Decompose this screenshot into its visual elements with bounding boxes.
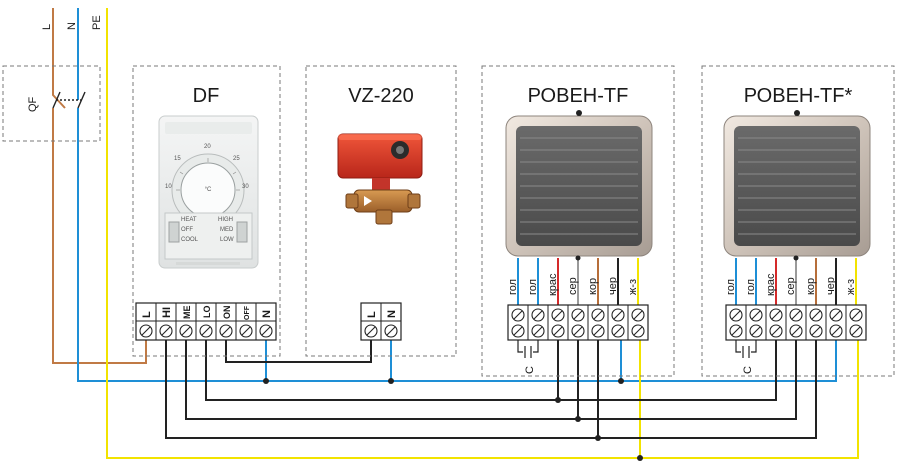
capacitor-icon [517, 340, 539, 358]
dial-number-30: 30 [242, 184, 249, 190]
wire-lo [205, 340, 777, 401]
df-terminal-l: L [141, 311, 153, 318]
dial-number-15: 15 [174, 156, 181, 162]
heater2-wire-5: кор [805, 278, 817, 295]
fan-heater-photo [723, 110, 871, 257]
heater1-wire-1: гол [507, 279, 519, 295]
df-terminal-n: N [261, 310, 273, 318]
heater2-title: РОВЕН-TF* [744, 85, 853, 107]
switch-med: MED [220, 227, 234, 233]
heater2-wire-1: гол [725, 279, 737, 295]
heater-1: РОВЕН-TF [481, 65, 675, 377]
df-terminal-lo: LO [202, 306, 212, 319]
wire-hi [165, 340, 817, 439]
heater2-capacitor-label: C [742, 366, 754, 374]
fan-heater-photo [505, 110, 653, 257]
heater1-capacitor-label: C [524, 366, 536, 374]
heater1-terminal-block [507, 304, 649, 341]
df-terminal-me: ME [182, 306, 192, 320]
switch-off: OFF [181, 227, 193, 233]
heater1-wire-6: чер [607, 277, 619, 295]
heater2-wire-6: чер [825, 277, 837, 295]
df-terminal-off: OFF [244, 305, 251, 320]
breaker-qf: QF [2, 65, 101, 142]
vz-terminal-l: L [366, 311, 378, 318]
breaker-switch-icon [52, 91, 86, 109]
junction-dots [263, 378, 643, 461]
df-terminal-hi: HI [161, 307, 173, 318]
thermostat-terminal-block: L HI ME LO ON OFF N [135, 302, 277, 341]
valve-vz220: VZ-220 L N [305, 65, 457, 357]
valve-terminal-block: L N [360, 302, 402, 341]
heater1-wire-5: кор [587, 278, 599, 295]
switch-high: HIGH [218, 217, 233, 223]
breaker-label: QF [27, 96, 39, 112]
capacitor-icon [735, 340, 757, 358]
wire-on-valve [225, 340, 372, 363]
heater2-terminal-block [725, 304, 867, 341]
heater1-wire-4: сер [567, 277, 579, 295]
heater-2: РОВЕН-TF* [701, 65, 895, 377]
switch-low: LOW [220, 237, 234, 243]
thermostat-photo: °C 10 15 20 25 30 HEAT OFF COOL HIGH MED… [158, 115, 259, 269]
label-n: N [66, 22, 78, 30]
label-l: L [41, 24, 53, 30]
switch-cool: COOL [181, 237, 199, 243]
wire-l-phase [52, 8, 147, 364]
valve-title: VZ-220 [348, 85, 414, 107]
wires [52, 8, 859, 461]
thermostat-df: DF °C 10 15 20 25 30 HEAT OFF COOL HIGH [132, 65, 281, 357]
heater1-wire-3: крас [547, 273, 559, 296]
heater1-wire-2: гол [527, 279, 539, 295]
thermostat-title: DF [193, 85, 220, 107]
heater2-wire-3: крас [765, 273, 777, 296]
label-pe: PE [91, 15, 103, 30]
heater1-title: РОВЕН-TF [528, 85, 629, 107]
switch-heat: HEAT [181, 217, 197, 223]
motorized-valve-photo [337, 133, 423, 225]
heater1-wire-7: ж-з [627, 279, 639, 295]
heater2-wire-7: ж-з [845, 279, 857, 295]
dial-unit: °C [205, 187, 212, 193]
dial-number-20: 20 [204, 144, 211, 150]
vz-terminal-n: N [386, 310, 398, 318]
heater2-wire-2: гол [745, 279, 757, 295]
dial-number-25: 25 [233, 156, 240, 162]
supply-labels: L N PE [41, 15, 103, 30]
dial-number-10: 10 [165, 184, 172, 190]
wire-me [185, 340, 797, 420]
wire-n-neutral [77, 8, 837, 382]
df-terminal-on: ON [222, 306, 232, 320]
heater2-wire-4: сер [785, 277, 797, 295]
